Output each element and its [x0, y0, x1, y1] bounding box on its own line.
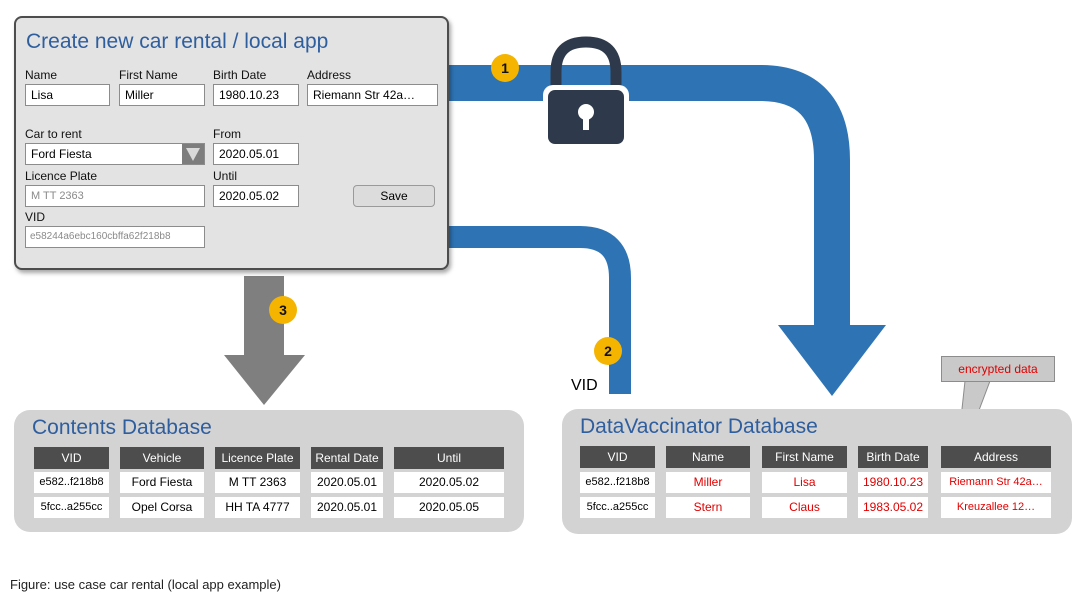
- table-cell: Kreuzallee 12…: [941, 497, 1051, 518]
- table-cell: e582..f218b8: [580, 472, 655, 493]
- table-cell: Claus: [762, 497, 847, 518]
- table-cell: e582..f218b8: [34, 472, 109, 493]
- contents-database: Contents Database VID Vehicle Licence Pl…: [14, 410, 524, 532]
- car-select[interactable]: Ford Fiesta: [25, 143, 205, 165]
- address-label: Address: [307, 68, 352, 82]
- table-cell: Miller: [666, 472, 750, 493]
- table-cell: 2020.05.01: [311, 497, 383, 518]
- first-name-label: First Name: [119, 68, 178, 82]
- flow-arrow-encrypt-to-datavaccinator: [446, 65, 886, 396]
- licence-plate-label: Licence Plate: [25, 169, 98, 183]
- table-cell: Riemann Str 42a…: [941, 472, 1051, 493]
- encrypted-data-callout: encrypted data: [941, 356, 1055, 382]
- dv-header-address: Address: [941, 446, 1051, 468]
- licence-plate-field[interactable]: M TT 2363: [25, 185, 205, 207]
- table-cell: 2020.05.02: [394, 472, 504, 493]
- contents-db-title: Contents Database: [32, 416, 212, 439]
- save-button[interactable]: Save: [353, 185, 435, 207]
- birth-date-field[interactable]: 1980.10.23: [213, 84, 299, 106]
- step-badge-2: 2: [594, 337, 622, 365]
- table-cell: 5fcc..a255cc: [580, 497, 655, 518]
- from-date-field[interactable]: 2020.05.01: [213, 143, 299, 165]
- vid-flow-label: VID: [571, 377, 598, 394]
- dv-header-vid: VID: [580, 446, 655, 468]
- vid-label: VID: [25, 210, 46, 224]
- datavaccinator-database: DataVaccinator Database VID Name First N…: [562, 409, 1072, 534]
- form-title: Create new car rental / local app: [26, 30, 329, 53]
- table-cell: M TT 2363: [215, 472, 300, 493]
- contents-header-vid: VID: [34, 447, 109, 469]
- contents-header-vehicle: Vehicle: [120, 447, 204, 469]
- dropdown-arrow-icon[interactable]: [182, 144, 204, 164]
- create-rental-form: Create new car rental / local app Name L…: [14, 16, 449, 270]
- contents-header-rental-date: Rental Date: [311, 447, 383, 469]
- name-field[interactable]: Lisa: [25, 84, 110, 106]
- table-cell: 2020.05.05: [394, 497, 504, 518]
- table-cell: 5fcc..a255cc: [34, 497, 109, 518]
- datavaccinator-db-title: DataVaccinator Database: [580, 415, 818, 438]
- from-label: From: [213, 127, 241, 141]
- birth-date-label: Birth Date: [213, 68, 267, 82]
- name-label: Name: [25, 68, 58, 82]
- figure-caption: Figure: use case car rental (local app e…: [10, 577, 281, 592]
- table-cell: 1980.10.23: [858, 472, 928, 493]
- dv-header-birth-date: Birth Date: [858, 446, 928, 468]
- dv-header-first-name: First Name: [762, 446, 847, 468]
- table-cell: Ford Fiesta: [120, 472, 204, 493]
- contents-header-licence-plate: Licence Plate: [215, 447, 300, 469]
- step-badge-3: 3: [269, 296, 297, 324]
- until-label: Until: [213, 169, 238, 183]
- until-date-field[interactable]: 2020.05.02: [213, 185, 299, 207]
- contents-header-until: Until: [394, 447, 504, 469]
- first-name-field[interactable]: Miller: [119, 84, 205, 106]
- table-cell: Stern: [666, 497, 750, 518]
- vid-field[interactable]: e58244a6ebc160cbffa62f218b8: [25, 226, 205, 248]
- flow-arrow-to-contents-db: [224, 276, 305, 405]
- car-select-value: Ford Fiesta: [31, 147, 92, 161]
- step-badge-1: 1: [491, 54, 519, 82]
- address-field[interactable]: Riemann Str 42a…: [307, 84, 438, 106]
- table-cell: 2020.05.01: [311, 472, 383, 493]
- table-cell: HH TA 4777: [215, 497, 300, 518]
- car-to-rent-label: Car to rent: [25, 127, 82, 141]
- padlock-icon: [543, 36, 629, 149]
- dv-header-name: Name: [666, 446, 750, 468]
- table-cell: Opel Corsa: [120, 497, 204, 518]
- table-cell: Lisa: [762, 472, 847, 493]
- table-cell: 1983.05.02: [858, 497, 928, 518]
